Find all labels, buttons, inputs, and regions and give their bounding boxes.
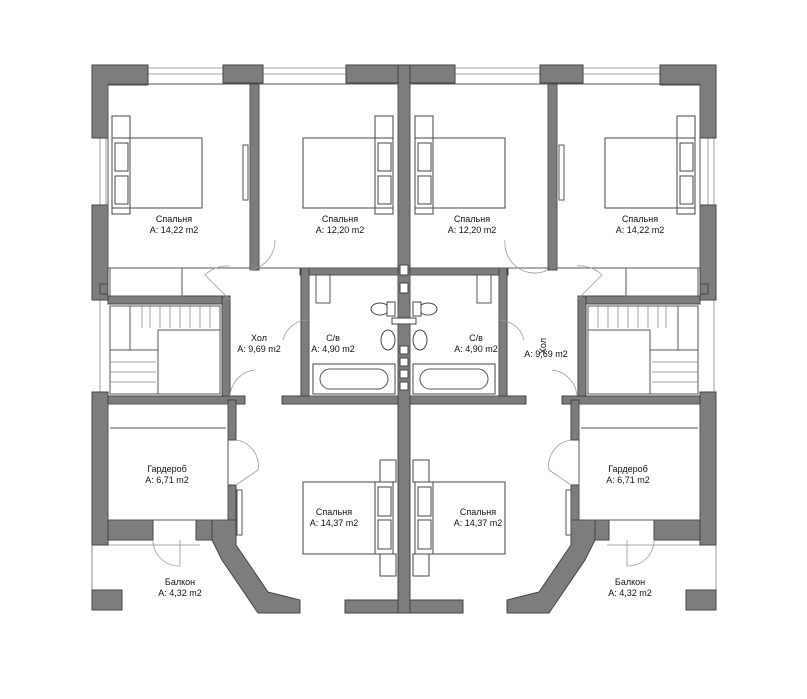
room-area-bedroom-3: A: 12,20 m2	[448, 225, 497, 235]
room-name-bedroom-2: Спальня	[322, 214, 358, 224]
doors	[152, 144, 655, 567]
room-name-bedroom-1: Спальня	[156, 214, 192, 224]
room-area-bedroom-4: A: 14,22 m2	[616, 225, 665, 235]
bath-fixtures	[312, 264, 496, 395]
room-area-wardrobe-left: A: 6,71 m2	[145, 475, 189, 485]
room-name-hall-left: Хол	[251, 333, 267, 343]
interior-lines	[91, 83, 701, 590]
room-area-balcony-left: A: 4,32 m2	[158, 588, 202, 598]
window-lines	[91, 67, 717, 590]
room-area-wardrobe-right: A: 6,71 m2	[606, 475, 650, 485]
room-name-balcony-right: Балкон	[615, 577, 645, 587]
room-name-bedroom-5: Спальня	[316, 507, 352, 517]
room-name-bedroom-3: Спальня	[454, 214, 490, 224]
room-area-hall-right: A: 9,69 m2	[524, 349, 568, 359]
room-area-hall-left: A: 9,69 m2	[237, 344, 281, 354]
room-name-bath-left: С/в	[326, 333, 340, 343]
room-area-bath-left: A: 4,90 m2	[311, 344, 355, 354]
walls	[91, 64, 717, 614]
beds	[111, 115, 696, 577]
room-name-wardrobe-right: Гардероб	[608, 464, 648, 474]
room-area-bath-right: A: 4,90 m2	[454, 344, 498, 354]
room-labels: Спальня A: 14,22 m2 Спальня A: 12,20 m2 …	[145, 214, 664, 598]
room-name-bedroom-6: Спальня	[460, 507, 496, 517]
room-name-balcony-left: Балкон	[165, 577, 195, 587]
room-area-balcony-right: A: 4,32 m2	[608, 588, 652, 598]
room-area-bedroom-5: A: 14,37 m2	[310, 518, 359, 528]
room-area-bedroom-2: A: 12,20 m2	[316, 225, 365, 235]
room-area-bedroom-1: A: 14,22 m2	[150, 225, 199, 235]
stairs	[109, 305, 699, 395]
room-name-wardrobe-left: Гардероб	[147, 464, 187, 474]
room-name-bath-right: С/в	[469, 333, 483, 343]
room-name-hall-right: Хол	[538, 338, 548, 354]
room-name-bedroom-4: Спальня	[622, 214, 658, 224]
room-area-bedroom-6: A: 14,37 m2	[454, 518, 503, 528]
